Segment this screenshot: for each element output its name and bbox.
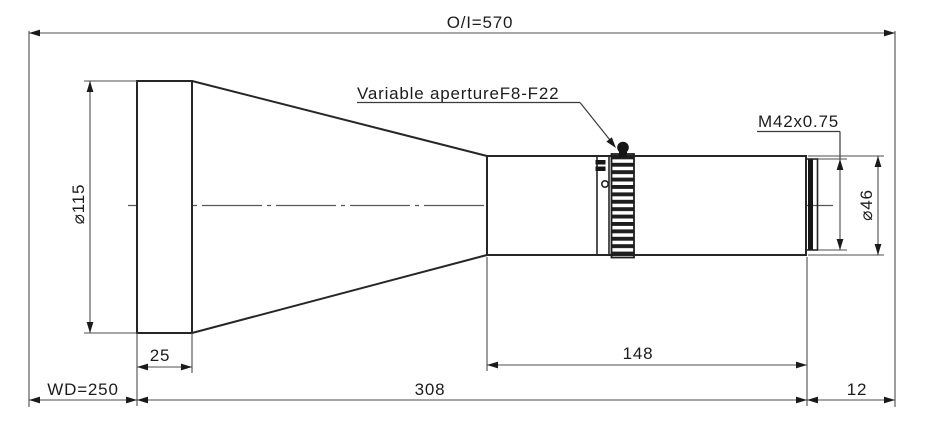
main-barrel [486,155,807,256]
front-diameter-label: ⌀115 [69,184,88,225]
front-element [136,80,193,334]
arrowhead [29,396,40,404]
arrowhead [137,363,148,371]
dim-flange-distance: 12 [807,380,895,404]
cone-top-edge [191,80,488,157]
lens-body [136,80,819,334]
arrowhead [836,159,844,170]
arrowhead [29,29,40,37]
overall-dimension-label: O/I=570 [447,13,514,32]
arrowhead [874,244,882,255]
knurled-ring [610,153,635,259]
arrowhead [807,396,818,404]
thread-relief-band [808,159,813,250]
aperture-callout: Variable apertureF8-F22 [357,84,616,148]
leader-arrowhead [606,137,616,148]
dim-front-diameter: ⌀115 [69,80,137,334]
arrowhead [884,396,895,404]
flange-distance-label: 12 [847,380,868,399]
thread-callout: M42x0.75 [757,112,847,251]
barrel-length-label: 148 [623,344,654,363]
aperture-knob [617,141,629,154]
arrowhead [796,361,807,369]
set-screw [600,180,609,189]
arrowhead [796,396,807,404]
arrowhead [181,363,192,371]
cone-bottom-edge [191,254,488,334]
aperture-ring-assembly [595,141,635,259]
clamp-detail [595,166,606,171]
clamp-detail [595,160,606,165]
dim-barrel-length: 148 [487,344,807,369]
knob-stem [619,150,627,157]
arrowhead [884,29,895,37]
arrowhead [137,396,148,404]
arrowhead [487,361,498,369]
working-distance-label: WD=250 [47,380,118,399]
arrowhead [836,239,844,250]
front-length-label: 25 [150,346,171,365]
dim-rear-diameter: ⌀46 [808,155,884,256]
body-length-label: 308 [415,380,446,399]
thread-label: M42x0.75 [758,112,839,131]
aperture-label: Variable apertureF8-F22 [357,84,559,103]
dim-body-length: 308 [137,380,807,404]
thread-collar [805,158,819,251]
arrowhead [874,156,882,167]
dim-overall: O/I=570 [29,13,895,37]
arrowhead [86,322,94,333]
arrowhead [86,81,94,92]
dim-working-distance: WD=250 [29,380,137,404]
dim-front-length: 25 [137,346,192,371]
rear-diameter-label: ⌀46 [857,189,876,221]
mount-thread [805,158,819,251]
arrowhead [126,396,137,404]
